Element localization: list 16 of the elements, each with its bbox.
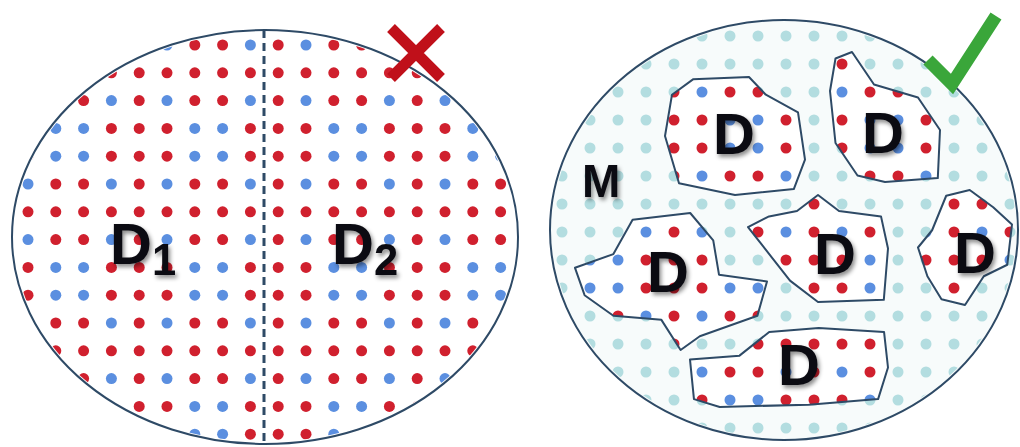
domain-blob [918, 190, 1012, 305]
domain-blob [575, 213, 767, 350]
region-label: D [713, 105, 755, 163]
region-label: M [582, 158, 621, 204]
region-label: D$_{1}$ [110, 215, 177, 273]
region-label: D [778, 336, 820, 394]
region-label: D [862, 104, 904, 162]
region-label: D [954, 224, 996, 282]
region-label: D [647, 243, 689, 301]
region-label: D [814, 225, 856, 283]
domain-blob [748, 195, 888, 302]
domain-blob [830, 52, 940, 182]
domain-blob [665, 77, 805, 195]
domain-blob [690, 328, 888, 407]
matrix-ellipse-region [550, 20, 1018, 440]
region-label: D$_{2}$ [332, 215, 399, 273]
